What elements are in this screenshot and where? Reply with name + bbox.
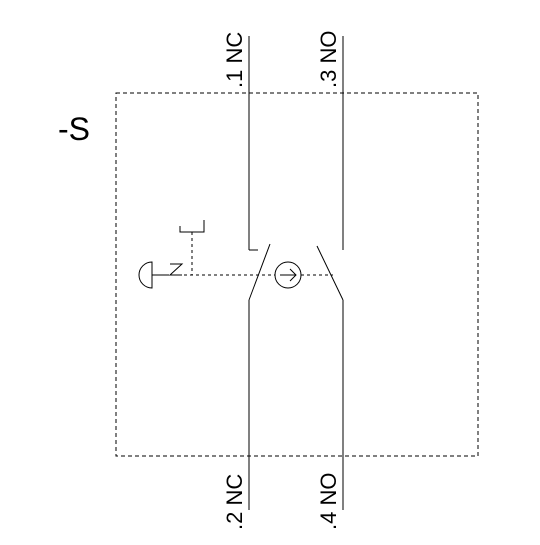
terminal-label-4: .4 NO [316, 473, 341, 530]
no-moving-blade [316, 245, 344, 301]
device-enclosure [115, 92, 479, 457]
nc-contact [248, 36, 271, 510]
detent-latch-icon [179, 220, 205, 233]
terminal-label-3: .3 NO [316, 31, 341, 88]
device-label: -S [58, 111, 90, 147]
mushroom-pushbutton-icon [138, 261, 184, 289]
actuator-linkage [160, 232, 333, 276]
positive-opening-icon [274, 261, 302, 289]
terminal-label-2: .2 NC [222, 474, 247, 530]
terminal-label-1: .1 NC [222, 32, 247, 88]
no-contact [316, 36, 344, 510]
nc-moving-blade [248, 243, 271, 301]
